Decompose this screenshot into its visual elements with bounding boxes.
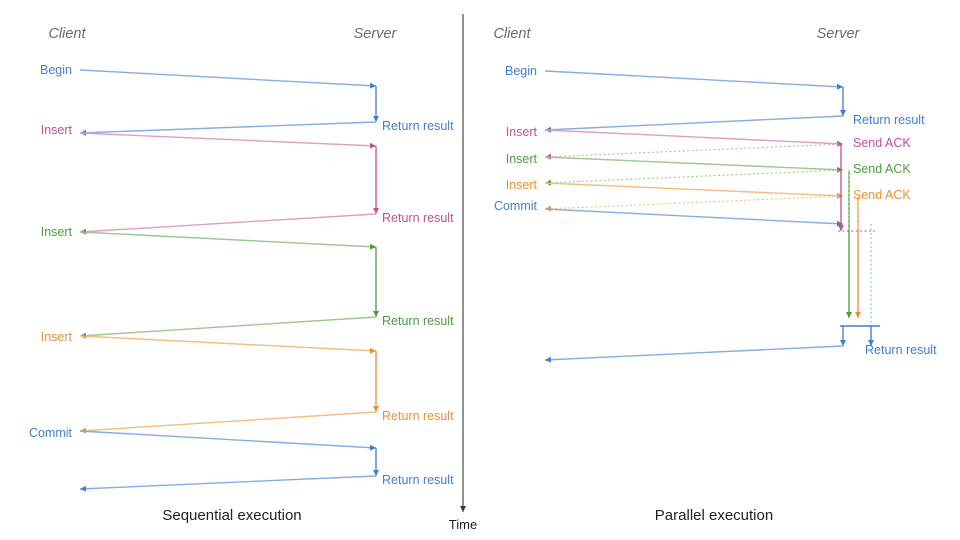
message-label: Insert <box>41 330 73 344</box>
message-arrow <box>79 213 377 235</box>
message-send-ack-3: Send ACK <box>544 136 911 160</box>
message-arrow <box>544 169 844 186</box>
message-label: Send ACK <box>853 136 911 150</box>
message-arrow <box>79 132 377 149</box>
message-insert-2: Insert <box>41 123 377 149</box>
message-arrow <box>544 115 844 133</box>
message-return-result-7: Return result <box>79 351 454 434</box>
message-label: Insert <box>506 125 538 139</box>
message-commit-8: Commit <box>494 199 844 227</box>
message-arrow <box>79 316 377 339</box>
message-label: Send ACK <box>853 188 911 202</box>
message-insert-4: Insert <box>41 225 377 250</box>
message-label: Insert <box>506 178 538 192</box>
message-arrow <box>544 70 844 90</box>
message-label: Commit <box>29 426 73 440</box>
message-label: Send ACK <box>853 162 911 176</box>
message-arrow <box>544 208 844 227</box>
message-return-result-3: Return result <box>79 146 454 235</box>
message-arrow <box>544 345 844 363</box>
message-label: Return result <box>382 473 454 487</box>
server-lane-header: Server <box>354 26 398 42</box>
message-arrow <box>79 69 377 89</box>
message-begin-0: Begin <box>505 64 844 90</box>
message-arrow <box>79 430 377 451</box>
message-label: Return result <box>382 211 454 225</box>
message-label: Begin <box>40 63 72 77</box>
message-insert-4: Insert <box>506 152 844 173</box>
time-axis-label: Time <box>449 517 477 532</box>
message-arrow <box>544 182 844 199</box>
time-axis-group: Time <box>449 14 477 532</box>
message-return-result-1: Return result <box>544 87 925 133</box>
message-label: Begin <box>505 64 537 78</box>
message-commit-8: Commit <box>29 426 377 451</box>
message-label: Return result <box>382 409 454 423</box>
message-arrow <box>79 411 377 434</box>
message-return-result-9: Return result <box>79 448 454 492</box>
message-arrow <box>544 195 844 212</box>
server-lane-header: Server <box>817 26 861 42</box>
message-arrow <box>79 335 377 354</box>
panel-caption: Sequential execution <box>162 507 301 524</box>
message-label: Return result <box>865 343 937 357</box>
message-send-ack-5: Send ACK <box>544 162 911 186</box>
panel-caption: Parallel execution <box>655 507 773 524</box>
message-label: Commit <box>494 199 538 213</box>
message-label: Return result <box>853 113 925 127</box>
message-arrow <box>544 143 844 160</box>
message-insert-6: Insert <box>506 178 844 199</box>
message-arrow <box>79 121 377 136</box>
message-return-result-9: Return result <box>544 326 937 363</box>
client-lane-header: Client <box>493 26 531 42</box>
message-label: Return result <box>382 119 454 133</box>
message-label: Return result <box>382 314 454 328</box>
message-return-result-1: Return result <box>79 86 454 136</box>
message-label: Insert <box>41 225 73 239</box>
message-send-ack-7: Send ACK <box>544 188 911 212</box>
message-label: Insert <box>41 123 73 137</box>
client-lane-header: Client <box>48 26 86 42</box>
message-insert-6: Insert <box>41 330 377 354</box>
message-arrow <box>544 156 844 173</box>
message-label: Insert <box>506 152 538 166</box>
message-return-result-5: Return result <box>79 247 454 339</box>
message-insert-2: Insert <box>506 125 844 147</box>
message-begin-0: Begin <box>40 63 377 89</box>
message-arrow <box>79 231 377 250</box>
message-arrow <box>79 475 377 492</box>
message-arrow <box>544 129 844 147</box>
